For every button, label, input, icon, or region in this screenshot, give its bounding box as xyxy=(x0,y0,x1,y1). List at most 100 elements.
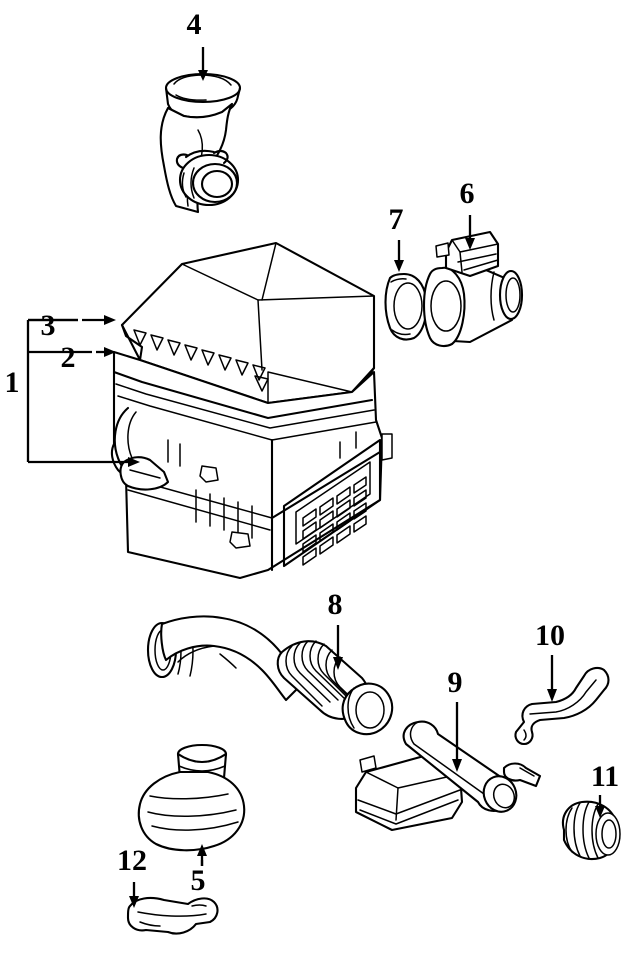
gasket-corner-bl xyxy=(391,329,411,336)
callout-label-6: 6 xyxy=(460,177,475,210)
arrowhead-4 xyxy=(198,70,208,81)
maf-connector-block xyxy=(444,230,500,278)
part-air-cleaner-assembly[interactable] xyxy=(110,241,393,580)
leader-callout-11 xyxy=(595,795,605,818)
cover-lower-fold xyxy=(267,371,353,404)
case-mounting-foot-line xyxy=(129,469,161,479)
leader-callout-4 xyxy=(198,47,208,81)
maf-left-flange xyxy=(423,266,466,348)
cover-ridge-2 xyxy=(261,242,277,301)
callout-label-9: 9 xyxy=(448,666,463,699)
bracket-inner-line xyxy=(137,911,207,917)
case-mid-line-2 xyxy=(127,489,271,531)
arrowhead-9 xyxy=(452,759,462,772)
part-intake-hose[interactable] xyxy=(146,615,394,736)
arrowhead-10 xyxy=(547,689,557,702)
vent-hose-inner xyxy=(529,679,597,715)
callout-label-11: 11 xyxy=(591,760,619,793)
maf-connector-detail-2 xyxy=(463,259,499,271)
case-left-bulge-inner xyxy=(127,411,137,459)
cover-left-corner xyxy=(120,323,144,362)
cover-ridge-1 xyxy=(257,299,263,371)
callout-label-4: 4 xyxy=(187,8,202,41)
maf-connector-detail-1 xyxy=(457,253,497,263)
hose-clamp-tab-right xyxy=(212,149,229,165)
case-boss-lower xyxy=(229,531,251,549)
hose-clamp-tab-left xyxy=(175,153,189,170)
hose-outlet-side xyxy=(190,167,195,199)
case-upper-rim-2 xyxy=(115,383,375,429)
inlet-hose-rim-detail xyxy=(175,94,207,101)
intake-hose-right-cuff xyxy=(341,682,394,736)
inlet-cap-ridge-1 xyxy=(149,793,229,800)
callout-label-5: 5 xyxy=(191,864,206,897)
intake-hose-right-bore xyxy=(355,691,385,729)
resonator-box-rim-1 xyxy=(357,789,461,815)
resonator-nipple-line xyxy=(519,767,535,777)
part-air-inlet-hose[interactable] xyxy=(159,72,242,214)
intake-hose-body xyxy=(160,615,304,702)
gasket-bore xyxy=(393,282,423,330)
callout-label-2: 2 xyxy=(61,341,76,374)
arrowhead-6 xyxy=(465,238,475,250)
part-maf-meter[interactable] xyxy=(423,230,524,348)
cover-clip-teeth xyxy=(133,329,269,392)
leader-callout-5 xyxy=(197,844,207,866)
inlet-cap-ridge-3 xyxy=(151,821,239,831)
vent-hose-end-detail xyxy=(523,729,527,741)
resonator-end-bore xyxy=(492,783,516,809)
bracket-detail-1 xyxy=(139,921,161,927)
arrowhead-5 xyxy=(197,844,207,856)
case-upper-rim xyxy=(112,370,374,420)
leader-callout-2 xyxy=(28,347,116,357)
case-boss-upper xyxy=(199,465,219,483)
intake-hose-inner-line xyxy=(177,645,215,663)
leader-callout-7 xyxy=(394,240,404,272)
resonator-tube-inner xyxy=(409,721,485,795)
maf-right-bore xyxy=(505,277,521,313)
inlet-cap-ridge-2 xyxy=(147,809,237,817)
leader-callout-3 xyxy=(28,315,116,325)
arrowhead-12 xyxy=(129,896,139,908)
resonator-box-rim-2 xyxy=(359,799,459,825)
leader-callout-6 xyxy=(465,215,475,250)
part-bellows[interactable] xyxy=(562,800,621,860)
louver-grille-slots xyxy=(302,476,367,566)
part-air-cleaner-cover[interactable] xyxy=(120,241,376,405)
callout-label-12: 12 xyxy=(117,844,147,877)
vent-hose-body xyxy=(514,666,610,746)
leader-callout-12 xyxy=(129,882,139,908)
intake-hose-right-rib xyxy=(347,687,355,729)
case-upper-rim-3 xyxy=(117,395,377,441)
arrowhead-7 xyxy=(394,260,404,272)
arrowhead-11 xyxy=(595,806,605,818)
maf-barrel-rib xyxy=(490,271,495,321)
part-vent-hose[interactable] xyxy=(514,666,610,746)
arrowhead-8 xyxy=(333,657,343,670)
hose-outlet-bore xyxy=(200,169,234,199)
part-bracket[interactable] xyxy=(126,896,219,935)
part-air-cleaner-case[interactable] xyxy=(110,350,393,580)
part-inlet-cap[interactable] xyxy=(137,743,246,852)
resonator-box-lug xyxy=(359,755,377,773)
leader-callout-8 xyxy=(333,625,343,670)
bracket-detail-2 xyxy=(191,904,207,907)
inlet-hose-rim-inner xyxy=(173,74,232,86)
resonator-nipple xyxy=(502,762,542,788)
arrowhead-1 xyxy=(128,457,140,467)
case-side-lug xyxy=(381,433,393,461)
hose-clamp-band-lower xyxy=(181,172,187,198)
maf-left-bore xyxy=(430,280,462,332)
arrowhead-3 xyxy=(104,315,116,325)
leader-callout-10 xyxy=(547,655,557,702)
part-maf-gasket[interactable] xyxy=(384,272,428,341)
case-right-panel xyxy=(282,438,382,568)
maf-mount-ear xyxy=(435,242,450,258)
inlet-cap-body xyxy=(137,770,246,852)
intake-hose-tab xyxy=(219,653,237,669)
case-right-mid-line xyxy=(270,450,382,520)
resonator-box xyxy=(354,754,464,832)
maf-right-end xyxy=(498,269,524,321)
leader-callout-9 xyxy=(452,702,462,772)
